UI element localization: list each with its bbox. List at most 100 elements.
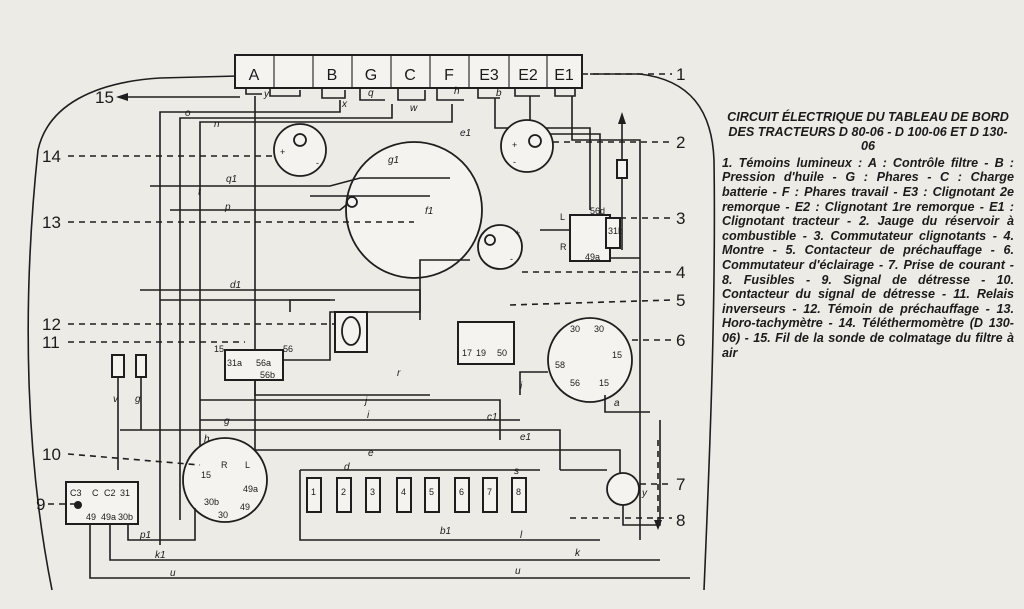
fuel-gauge: + - (500, 119, 554, 173)
term-C3: C3 (70, 488, 82, 498)
fuse-4: 4 (401, 487, 406, 497)
thermo-plus: + (280, 147, 285, 157)
term-L: L (560, 212, 565, 222)
lamp-label-a: A (249, 67, 260, 84)
wire-label-b1: b1 (440, 526, 451, 537)
term-30b-flasher: 30b (118, 512, 133, 522)
wire-label-i: i (367, 410, 370, 421)
fuse-block: 1 2 3 4 5 6 7 8 (299, 470, 600, 541)
wire-label-e1-2: e1 (520, 432, 531, 443)
wire-label-y-2: y (641, 488, 648, 499)
hazard-flasher: C3 C C2 31 49 49a 30b p1 k1 u k u l b1 (65, 481, 690, 579)
tele-thermometer: - + (273, 123, 327, 177)
dashboard-outline (27, 73, 716, 591)
wire-label-t: t (198, 187, 202, 198)
preheat-switch: 17 19 50 (457, 321, 515, 365)
callout-label-5: 5 (676, 291, 685, 310)
callout-label-12: 12 (42, 315, 61, 334)
wire-label-s: s (514, 466, 519, 477)
term-56d: 56d (590, 206, 605, 216)
wire-label-g1: g1 (388, 155, 399, 166)
wire-label-a: a (614, 398, 620, 409)
lamp-label-e2: E2 (518, 67, 538, 84)
upper-wiring: y x q w h b o n e1 (159, 86, 641, 545)
fuse-1: 1 (311, 487, 316, 497)
wire-label-v: v (113, 394, 119, 405)
callout-label-14: 14 (42, 147, 61, 166)
wire-label-g: g (224, 416, 230, 427)
lamp-label-e1: E1 (554, 67, 574, 84)
term-56a-relay: 56a (256, 358, 271, 368)
preheat-lamp (289, 299, 368, 353)
fuse-6: 6 (459, 487, 464, 497)
wire-label-j: j (363, 396, 368, 407)
clock-minus: - (510, 254, 513, 264)
clock-plus: + (515, 228, 520, 238)
term-C2: C2 (104, 488, 116, 498)
light-switch: 30 30 58 15 56 15 (519, 317, 650, 413)
plugs: v g (111, 354, 147, 470)
wire-label-k1: k1 (155, 550, 166, 561)
term-15-haz: 15 (201, 470, 211, 480)
term-L-haz: L (245, 460, 250, 470)
callout-label-4: 4 (676, 263, 685, 282)
power-socket: y (560, 420, 661, 526)
callout-label-11: 11 (42, 333, 60, 352)
term-49a-blinker: 49a (585, 252, 600, 262)
lamp-label-b: B (327, 67, 338, 84)
thermo-minus: - (316, 158, 319, 168)
wire-label-x: x (341, 99, 348, 110)
fuse-3: 3 (370, 487, 375, 497)
wire-label-c1: c1 (487, 412, 498, 423)
hazard-switch: R L 15 49a 30b 30 49 (182, 437, 268, 523)
reverser-relay: 15 31a 56a 56 56b (214, 259, 470, 396)
callout-label-15: 15 (95, 88, 114, 107)
callout-label-2: 2 (676, 133, 685, 152)
callouts-right: 1 2 3 4 5 6 7 8 (509, 65, 685, 530)
term-31a-relay: 31a (227, 358, 242, 368)
wire-label-e1: e1 (460, 128, 471, 139)
term-C: C (92, 488, 99, 498)
wire-label-e: e (368, 448, 374, 459)
horo-tachymeter: g1 q1 t p f1 (150, 141, 483, 279)
wire-label-o: o (185, 108, 191, 119)
term-56b-relay: 56b (260, 370, 275, 380)
term-49a-haz: 49a (243, 484, 258, 494)
wire-label-q1: q1 (226, 174, 237, 185)
term-49-haz: 49 (240, 502, 250, 512)
term-15-light-a: 15 (612, 350, 622, 360)
lamp-label-e3: E3 (479, 67, 499, 84)
wire-label-h: h (454, 86, 460, 97)
wire-label-u-2: u (515, 566, 521, 577)
term-49a-flasher: 49a (101, 512, 116, 522)
caption: CIRCUIT ÉLECTRIQUE DU TABLEAU DE BORD DE… (722, 110, 1014, 360)
callouts-left: 14 13 12 11 10 9 (36, 147, 414, 514)
term-15-relay: 15 (214, 344, 224, 354)
lamp-label-c: C (404, 67, 416, 84)
callout-label-13: 13 (42, 213, 61, 232)
wire-label-d1: d1 (230, 280, 241, 291)
term-31-flasher: 31 (120, 488, 130, 498)
wire-label-r: r (397, 368, 401, 379)
term-50: 50 (497, 348, 507, 358)
callout-label-6: 6 (676, 331, 685, 350)
callout-label-9: 9 (36, 495, 45, 514)
term-15-light-b: 15 (599, 378, 609, 388)
term-56-relay: 56 (283, 344, 293, 354)
wire-label-g-plug: g (135, 394, 141, 405)
term-19: 19 (476, 348, 486, 358)
wire-label-i-2: i (520, 381, 523, 392)
gauge-plus: + (512, 140, 517, 150)
callout-label-7: 7 (676, 475, 685, 494)
blinker-switch: 56d L R 49a 31b (540, 112, 640, 262)
wire-label-h-2: h (204, 434, 210, 445)
term-30-a: 30 (570, 324, 580, 334)
callout-label-3: 3 (676, 209, 685, 228)
fuse-2: 2 (341, 487, 346, 497)
wire-label-u: u (170, 568, 176, 579)
gauge-minus: - (513, 157, 516, 167)
wire-label-f1: f1 (425, 206, 433, 217)
caption-legend: 1. Témoins lumineux : A : Contrôle filtr… (722, 155, 1014, 360)
fuse-8: 8 (516, 487, 521, 497)
